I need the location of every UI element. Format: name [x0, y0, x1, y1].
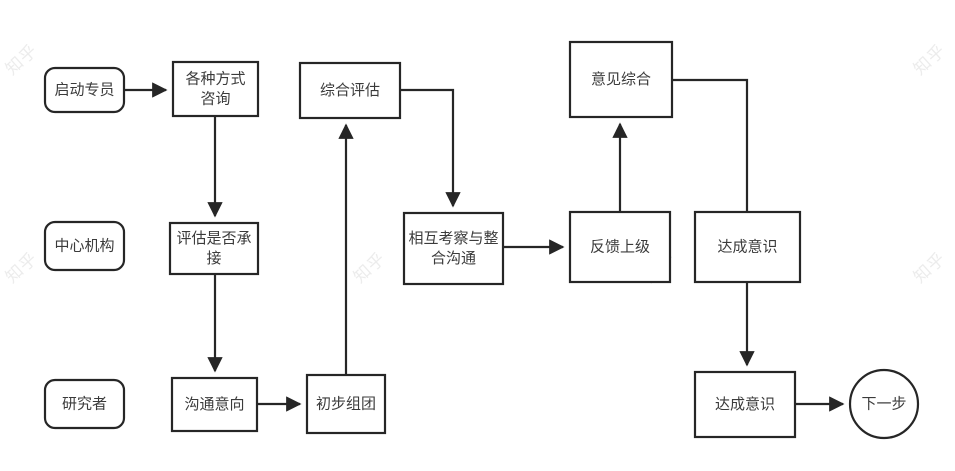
- node-label: 综合评估: [320, 81, 380, 99]
- watermark-text: 知乎: [910, 41, 950, 80]
- node-shape-rect: [693, 210, 802, 284]
- node-label: 中心机构: [54, 237, 114, 255]
- node-label: 下一步: [861, 395, 906, 413]
- node-shape-rounded-rect: [43, 378, 126, 430]
- node-shape-rect: [693, 370, 797, 439]
- node-shape-rect: [305, 373, 387, 435]
- node-label: 初步组团: [316, 395, 376, 413]
- node-shape-rect: [568, 210, 672, 284]
- watermark-text: 知乎: [910, 249, 950, 288]
- node-label: 启动专员: [54, 81, 114, 99]
- node-label: 沟通意向: [184, 395, 244, 413]
- node-n12[interactable]: 达成意识: [693, 210, 802, 284]
- node-label: 评估是否承: [176, 229, 251, 247]
- node-n11[interactable]: 反馈上级: [568, 210, 672, 284]
- watermark-text: 知乎: [2, 41, 42, 80]
- node-shape-rect: [298, 61, 402, 120]
- node-label: 研究者: [62, 395, 107, 413]
- edge-n8-to-n9: [400, 88, 461, 208]
- node-label: 达成意识: [715, 395, 775, 413]
- edge-n10-to-n12: [672, 78, 749, 212]
- node-n6[interactable]: 沟通意向: [170, 376, 259, 433]
- node-label: 接: [206, 249, 221, 267]
- node-shape-rounded-rect: [43, 66, 126, 114]
- node-n1[interactable]: 启动专员: [43, 66, 126, 114]
- node-label: 达成意识: [717, 238, 777, 256]
- node-n3[interactable]: 中心机构: [43, 220, 126, 272]
- node-label: 相互考察与整: [408, 229, 498, 247]
- node-label: 反馈上级: [590, 238, 650, 256]
- node-n10[interactable]: 意见综合: [568, 40, 674, 119]
- node-n14[interactable]: 下一步: [848, 368, 920, 440]
- node-n8[interactable]: 综合评估: [298, 61, 402, 120]
- node-shape-rect: [568, 40, 674, 119]
- node-shape-rect: [402, 211, 505, 286]
- node-shape-rect: [168, 221, 260, 276]
- node-shape-rect: [171, 60, 260, 118]
- node-n7[interactable]: 初步组团: [305, 373, 387, 435]
- node-n5[interactable]: 研究者: [43, 378, 126, 430]
- node-n13[interactable]: 达成意识: [693, 370, 797, 439]
- node-label: 合沟通: [431, 249, 476, 267]
- watermark-text: 知乎: [2, 249, 42, 288]
- node-label: 各种方式: [185, 70, 245, 88]
- edge-layer: [124, 78, 845, 412]
- node-shape-rounded-rect: [43, 220, 126, 272]
- node-shape-circle: [848, 368, 920, 440]
- node-label: 意见综合: [591, 70, 651, 88]
- watermark-text: 知乎: [350, 249, 390, 288]
- node-label: 咨询: [200, 90, 230, 108]
- node-shape-rect: [170, 376, 259, 433]
